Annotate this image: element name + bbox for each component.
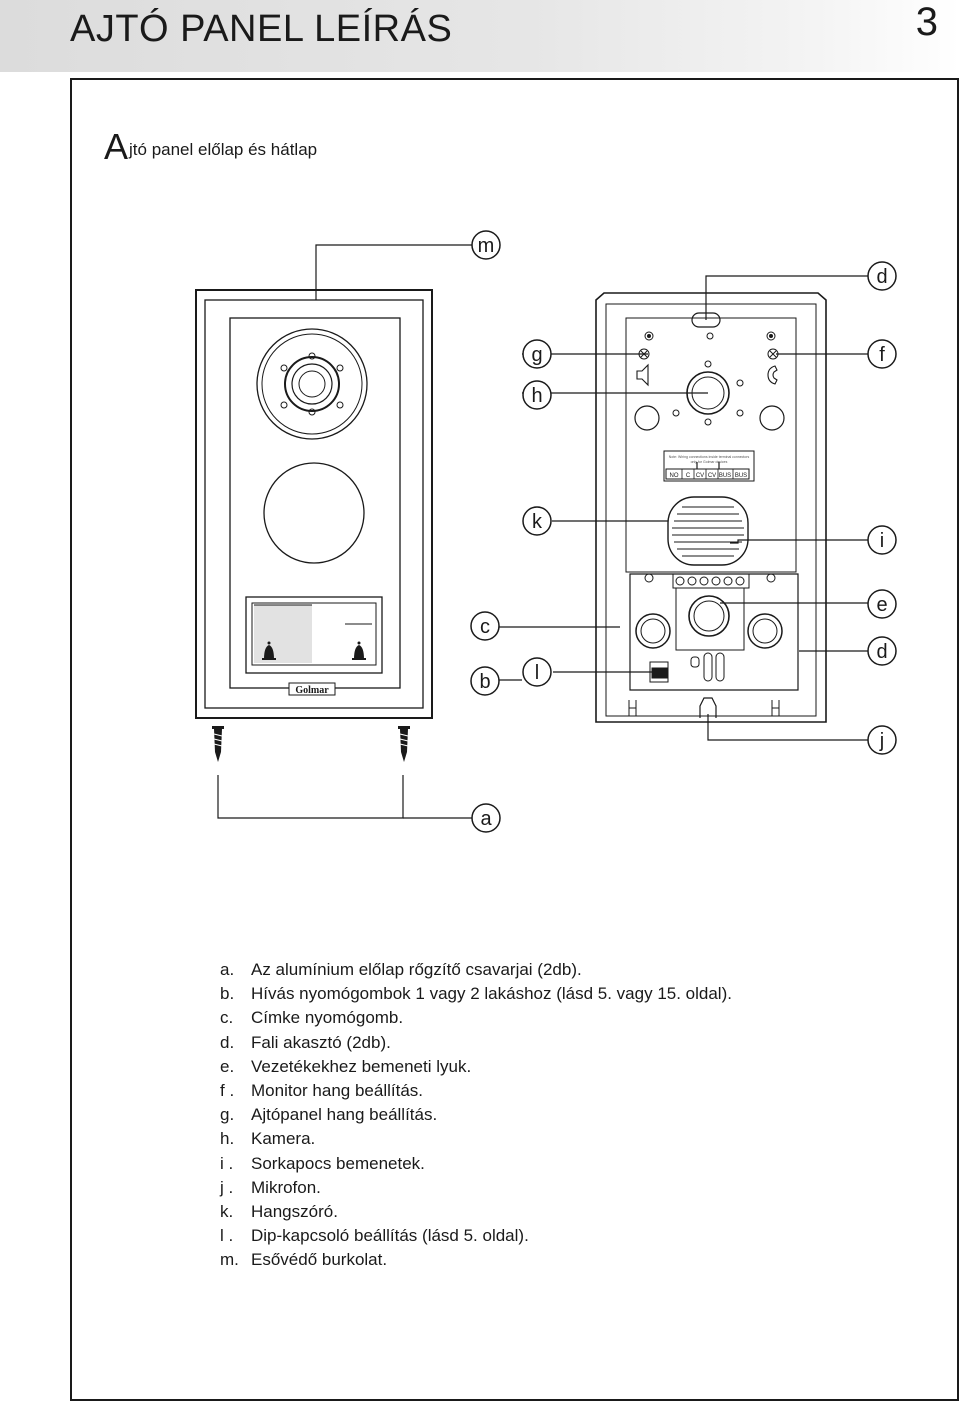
page-title: AJTÓ PANEL LEÍRÁS xyxy=(70,8,453,50)
callout-g: g xyxy=(531,344,542,366)
legend-list: a.Az alumínium előlap rőgzítő csavarjai … xyxy=(220,958,732,1273)
terminal-label: NO xyxy=(670,473,679,479)
speaker-icon xyxy=(636,363,649,387)
section-title: Ajtó panel előlap és hátlap xyxy=(104,126,317,168)
callout-j: j xyxy=(879,730,884,752)
legend-item: g.Ajtópanel hang beállítás. xyxy=(220,1105,438,1125)
terminal-label: BUS xyxy=(735,473,747,479)
section-title-initial: A xyxy=(104,126,129,167)
legend-item: d.Fali akasztó (2db). xyxy=(220,1032,391,1052)
callout-f: f xyxy=(879,344,885,366)
callout-d: d xyxy=(876,266,887,288)
callout-markers xyxy=(470,230,897,833)
call-button-area xyxy=(245,596,383,674)
callout-lines xyxy=(497,275,868,741)
bell-icon xyxy=(262,641,276,660)
callout-i: i xyxy=(880,530,884,552)
callout-d-lower: d xyxy=(876,641,887,663)
terminal-labels: NO C CV CV BUS BUS xyxy=(670,473,748,479)
handset-icon xyxy=(767,365,778,385)
callout-e: e xyxy=(876,594,887,616)
legend-item: e.Vezetékekhez bemeneti lyuk. xyxy=(220,1056,472,1076)
back-speaker xyxy=(667,496,749,566)
callout-k: k xyxy=(532,511,543,533)
terminal-label: C xyxy=(686,473,691,479)
terminal-label: CV xyxy=(696,473,704,479)
legend-item: b.Hívás nyomógombok 1 vagy 2 lakáshoz (l… xyxy=(220,984,732,1004)
dip-switch xyxy=(649,661,669,683)
legend-item: j .Mikrofon. xyxy=(220,1177,321,1197)
terminal-block xyxy=(672,573,750,589)
legend-item: k.Hangszóró. xyxy=(220,1202,338,1222)
front-speaker-grille xyxy=(263,462,365,564)
content-frame xyxy=(70,78,959,1401)
legend-item: c.Címke nyomógomb. xyxy=(220,1008,404,1028)
camera-module xyxy=(256,328,368,440)
back-panel: Note: Wiring connections inside terminal… xyxy=(595,292,827,723)
callout-h: h xyxy=(531,385,542,407)
screw-icon xyxy=(398,726,410,762)
label-card xyxy=(254,605,312,663)
legend-item: h.Kamera. xyxy=(220,1129,316,1149)
section-title-text: jtó panel előlap és hátlap xyxy=(129,140,318,159)
legend-item: m.Esővédő burkolat. xyxy=(220,1250,388,1270)
callout-labels: m d g f h k i e c d b l j a xyxy=(478,235,888,830)
wiring-hole xyxy=(688,595,730,637)
svg-text:only for Golmar devices: only for Golmar devices xyxy=(691,460,728,464)
door-panel-diagram: Golmar xyxy=(195,230,897,833)
page-number: 3 xyxy=(915,0,938,44)
legend-item: i .Sorkapocs bemenetek. xyxy=(220,1153,425,1173)
terminal-label: CV xyxy=(708,473,716,479)
bell-icon xyxy=(352,641,366,660)
header-bar xyxy=(0,0,960,72)
terminal-label: BUS xyxy=(719,473,731,479)
brand-logo: Golmar xyxy=(295,685,329,696)
screw-bracket xyxy=(217,775,404,819)
front-panel: Golmar xyxy=(195,244,472,719)
screw-thread-marks xyxy=(213,733,409,747)
legend-item: l .Dip-kapcsoló beállítás (lásd 5. oldal… xyxy=(220,1226,529,1246)
screw-icon xyxy=(212,726,224,762)
legend-item: f .Monitor hang beállítás. xyxy=(220,1081,423,1101)
callout-b: b xyxy=(479,671,490,693)
callout-c: c xyxy=(480,616,490,638)
callout-a: a xyxy=(480,808,492,830)
callout-m: m xyxy=(478,235,495,257)
svg-text:Note: Wiring connections insid: Note: Wiring connections inside terminal… xyxy=(669,455,750,459)
legend-item: a.Az alumínium előlap rőgzítő csavarjai … xyxy=(220,960,582,979)
callout-l: l xyxy=(535,662,539,684)
microphone xyxy=(699,697,717,718)
